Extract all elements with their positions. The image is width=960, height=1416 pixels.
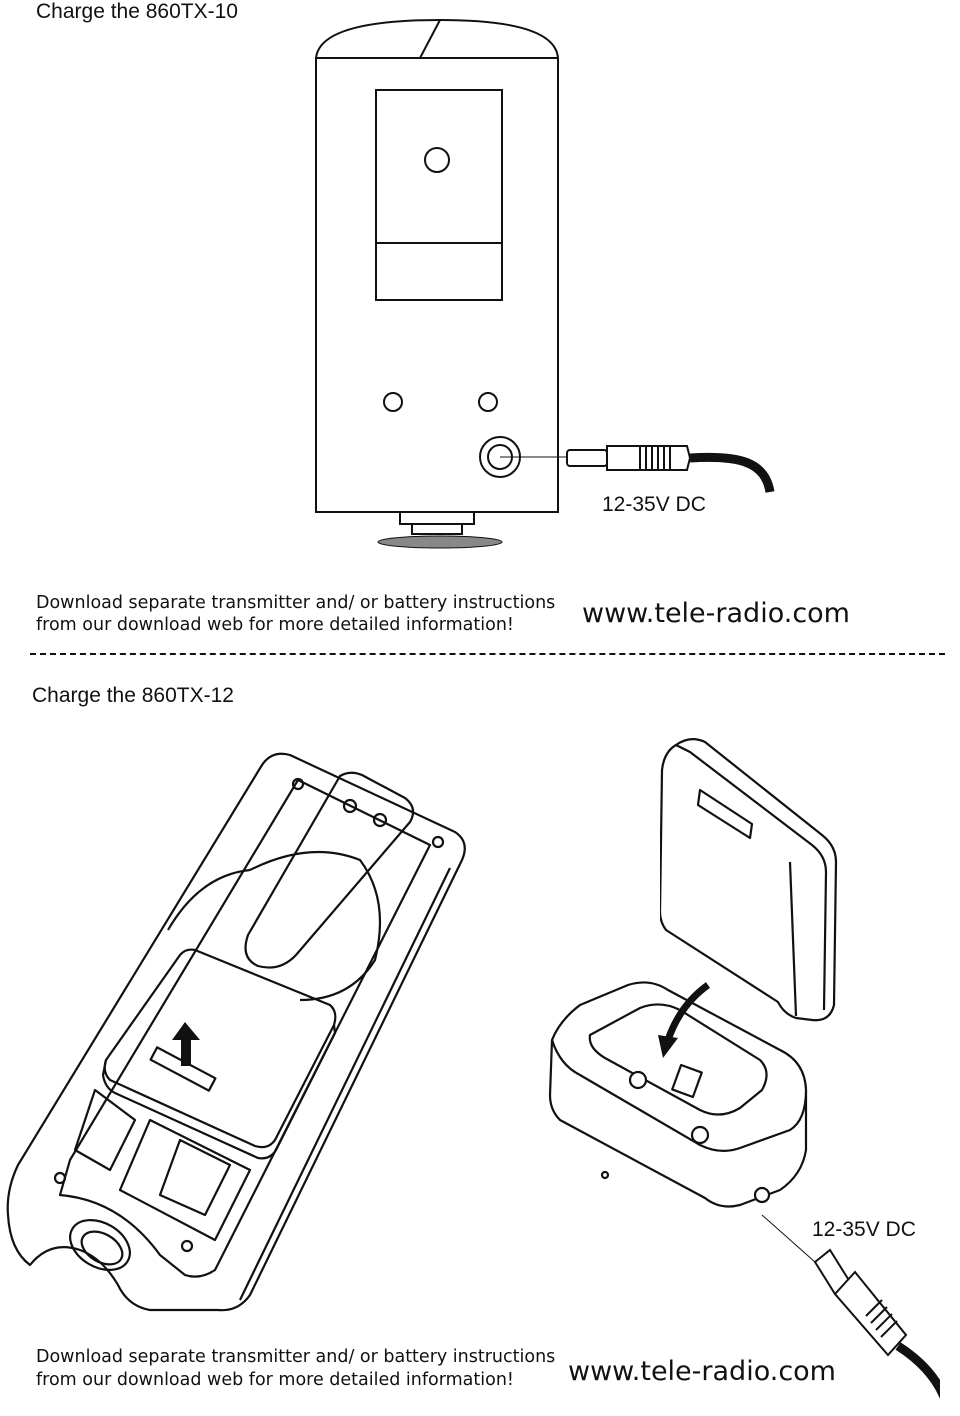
section1-note-line2: from our download web for more detailed … (36, 615, 514, 635)
transmitter-860tx-10-illustration (315, 18, 775, 549)
arrow-up-icon (172, 1022, 200, 1066)
curved-arrow-icon (658, 982, 711, 1058)
transmitter-860tx-12-illustration (6, 752, 466, 1312)
section2-note-line1: Download separate transmitter and/ or ba… (36, 1347, 556, 1367)
section2-voltage-label: 12-35V DC (812, 1218, 916, 1241)
section1-note-line1: Download separate transmitter and/ or ba… (36, 593, 556, 613)
section1-voltage-label: 12-35V DC (602, 493, 706, 516)
dc-plug-icon (566, 445, 692, 471)
section1-heading: Charge the 860TX-10 (36, 0, 238, 23)
section2-note-line2: from our download web for more detailed … (36, 1370, 514, 1390)
charger-dock-illustration (548, 981, 808, 1208)
battery-pack-illustration (660, 738, 838, 1022)
section-divider (30, 653, 945, 655)
section2-url: www.tele-radio.com (568, 1356, 836, 1387)
section1-url: www.tele-radio.com (582, 598, 850, 629)
section2-heading: Charge the 860TX-12 (32, 684, 234, 707)
dc-plug-icon (761, 1214, 940, 1400)
